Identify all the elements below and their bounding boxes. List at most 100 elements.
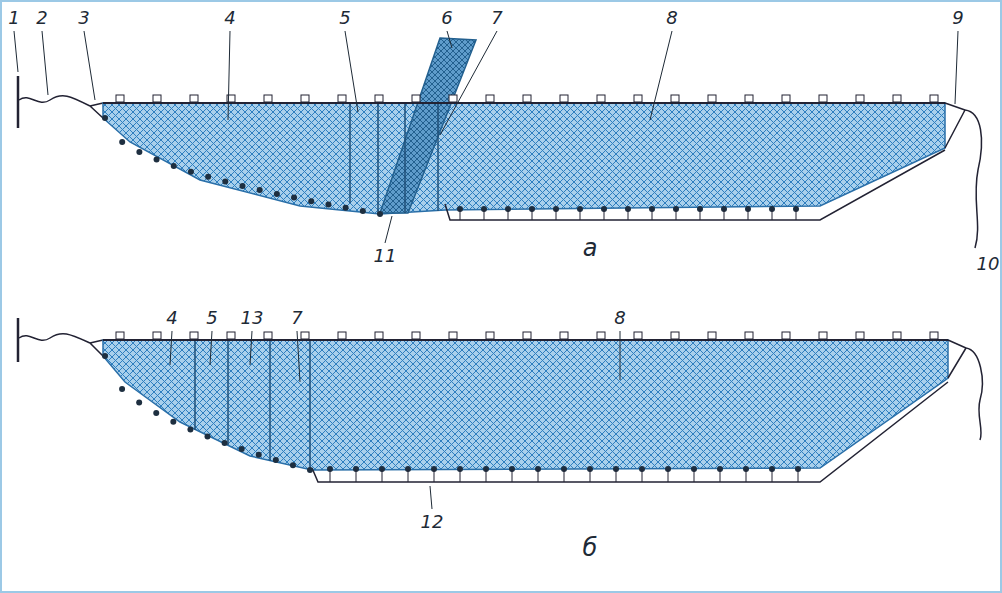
float (486, 95, 494, 102)
float (338, 332, 346, 339)
sinker (291, 195, 297, 201)
leader-line (250, 331, 252, 365)
sinker (257, 187, 263, 193)
float (930, 95, 938, 102)
leader-line (210, 331, 212, 365)
sinker (222, 440, 228, 446)
sinker (256, 452, 262, 458)
callout-number: 12 (419, 512, 446, 532)
callout-number: 9 (950, 8, 965, 28)
tie (772, 469, 773, 482)
leader-line (84, 31, 95, 100)
float (782, 332, 790, 339)
tie (628, 209, 629, 220)
tie (694, 469, 695, 482)
sinker (273, 457, 279, 463)
float (486, 332, 494, 339)
float (338, 95, 346, 102)
sinker (377, 211, 383, 217)
callout-number: 10 (975, 254, 1002, 274)
callout-number: 7 (489, 8, 504, 28)
float (264, 332, 272, 339)
float (893, 95, 901, 102)
float (190, 332, 198, 339)
sinker (171, 163, 177, 169)
float (116, 95, 124, 102)
float (227, 332, 235, 339)
sinker (343, 205, 349, 211)
sinker (153, 410, 159, 416)
float (523, 332, 531, 339)
float (153, 332, 161, 339)
float (375, 332, 383, 339)
callout-number: 13 (239, 308, 266, 328)
float (893, 332, 901, 339)
leader-line (14, 31, 18, 72)
sinker (187, 427, 193, 433)
leader-line (42, 31, 48, 95)
tie (590, 469, 591, 482)
tie (772, 209, 773, 220)
leader-line (447, 31, 452, 48)
leader-line (170, 331, 172, 365)
sinker (205, 174, 211, 180)
float (597, 332, 605, 339)
sinker (274, 191, 280, 197)
sinker (188, 169, 194, 175)
float (449, 332, 457, 339)
float (560, 95, 568, 102)
sinker (102, 353, 108, 359)
float (856, 332, 864, 339)
float (190, 95, 198, 102)
float (671, 95, 679, 102)
leader-line (440, 31, 497, 135)
tie (512, 469, 513, 482)
tie (538, 469, 539, 482)
leader-line (620, 331, 621, 380)
tie (356, 469, 357, 482)
tie (700, 209, 701, 220)
sinker (119, 139, 125, 145)
tie (798, 469, 799, 482)
callout-number: 6 (439, 8, 454, 28)
tie (434, 469, 435, 482)
float (449, 95, 457, 102)
sinker (136, 149, 142, 155)
callout-number: 4 (164, 308, 179, 328)
figure-letter: а (581, 235, 600, 261)
tie (668, 469, 669, 482)
callout-number: 11 (372, 246, 399, 266)
sinker (307, 467, 313, 473)
callout-number: 5 (204, 308, 219, 328)
float (116, 332, 124, 339)
tie (564, 469, 565, 482)
float (856, 95, 864, 102)
sinker (205, 434, 211, 440)
float (745, 332, 753, 339)
leader-line (297, 331, 300, 382)
sinker (308, 198, 314, 204)
float (671, 332, 679, 339)
sinker (136, 400, 142, 406)
float (264, 95, 272, 102)
float (412, 332, 420, 339)
tie (720, 469, 721, 482)
sinker (240, 183, 246, 189)
float (560, 332, 568, 339)
leader-line (650, 31, 672, 120)
tie (796, 209, 797, 220)
callout-number: 4 (222, 8, 237, 28)
sinker (290, 462, 296, 468)
tie (460, 209, 461, 220)
sinker (102, 115, 108, 121)
sinker (325, 202, 331, 208)
float (819, 95, 827, 102)
tie (616, 469, 617, 482)
figure-letter: б (581, 535, 600, 561)
tie (486, 469, 487, 482)
tie (604, 209, 605, 220)
float (708, 95, 716, 102)
float (782, 95, 790, 102)
float (930, 332, 938, 339)
